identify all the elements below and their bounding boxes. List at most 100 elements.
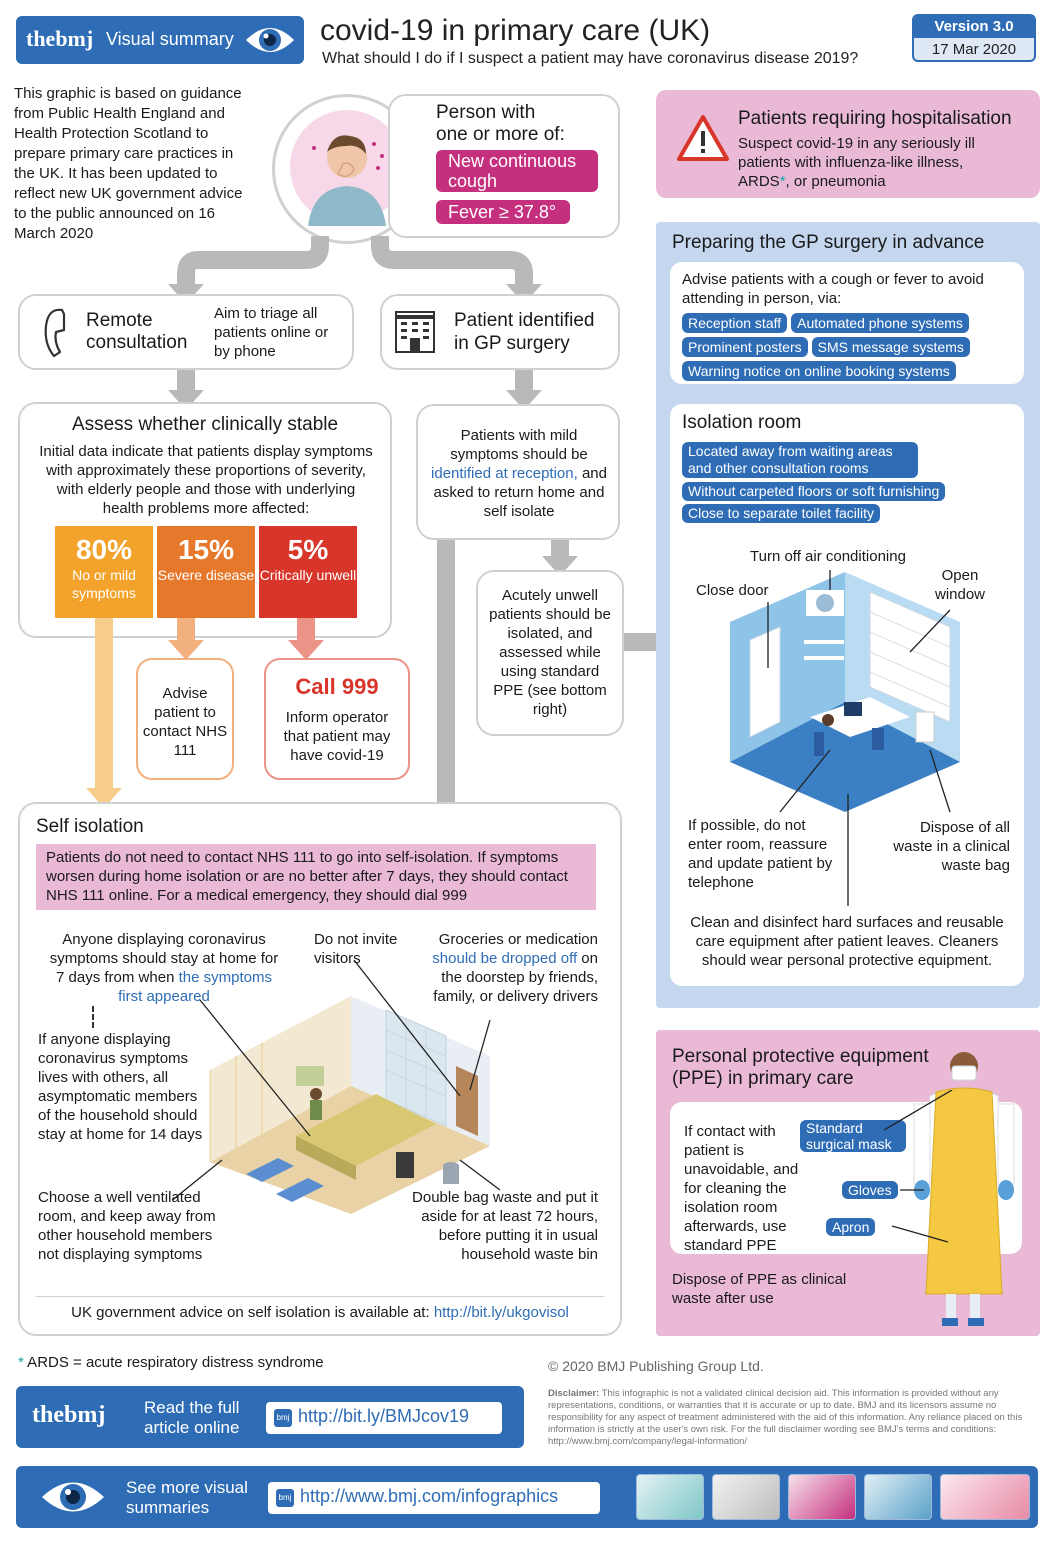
bmj-mini-icon-2: bmj — [276, 1489, 294, 1507]
isolation-room-illustration — [730, 572, 960, 812]
severity-critical-label: Critically unwell — [259, 567, 357, 583]
version-label: Version 3.0 — [914, 16, 1034, 38]
remote-note: Aim to triage all patients online or by … — [214, 305, 329, 360]
infographics-link[interactable]: http://www.bmj.com/infographics — [300, 1486, 559, 1506]
iso-tag-floors: Without carpeted floors or soft furnishi… — [682, 482, 946, 501]
tag-sms: SMS message systems — [811, 337, 970, 357]
dashed-connector — [92, 1006, 94, 1028]
version-box: Version 3.0 17 Mar 2020 — [912, 14, 1036, 62]
eye-icon — [246, 28, 294, 52]
label-door: Close door — [696, 582, 769, 599]
visitors-text: Do not invite visitors — [314, 931, 398, 967]
intro-text: This graphic is based on guidance from P… — [14, 85, 243, 242]
label-clean: Clean and disinfect hard surfaces and re… — [690, 914, 1004, 969]
hospitalisation-asterisk: * — [779, 173, 786, 190]
arrow-severe-to-111 — [177, 618, 195, 642]
hospitalisation-text: Suspect covid-19 in any seriously ill pa… — [738, 134, 988, 191]
groceries-text-1: Groceries or medication — [438, 931, 598, 948]
coughing-person-illustration — [290, 110, 404, 226]
thumbnail-5[interactable] — [940, 1474, 1030, 1520]
severity-mild-label: No or mild symptoms — [72, 567, 136, 601]
severity-critical-pct: 5% — [287, 534, 329, 565]
tag-automated-phone: Automated phone systems — [791, 313, 969, 333]
hospitalisation-text-1: Suspect covid-19 in any seriously ill pa… — [738, 135, 975, 190]
remote-title-1: Remote — [86, 310, 153, 331]
infographics-link-box[interactable] — [268, 1482, 600, 1514]
arrow-gp-to-isolation — [437, 540, 455, 810]
tag-reception-staff: Reception staff — [682, 313, 788, 333]
stay-home-text: Anyone displaying coronavirus symptoms s… — [46, 930, 282, 1006]
hospitalisation-text-2: , or pneumonia — [785, 173, 886, 190]
stay-home-text-highlight: the symptoms first appeared — [118, 969, 272, 1005]
label-window: Open window — [934, 567, 986, 603]
call999-text: Inform operator that patient may have co… — [283, 709, 391, 764]
disclaimer-text: This infographic is not a validated clin… — [548, 1388, 1023, 1447]
isolation-leader-lines — [767, 570, 951, 906]
ppe-leader-lines — [883, 1090, 953, 1243]
arrow-mild-to-acute — [551, 540, 569, 558]
severity-severe-pct: 15% — [177, 534, 235, 565]
preparing-title: Preparing the GP surgery in advance — [672, 232, 985, 253]
label-enter-room: If possible, do not enter room, reassure… — [688, 817, 833, 891]
advice-link[interactable]: http://bit.ly/ukgovisol — [433, 1304, 569, 1321]
severity-severe: 15% Severe disease — [157, 526, 255, 618]
thumbnail-4[interactable] — [864, 1474, 932, 1520]
brand-logo: thebmj — [26, 26, 94, 51]
severity-mild-pct: 80% — [75, 534, 133, 565]
iso-tag-located: Located away from waiting areas and othe… — [682, 442, 918, 478]
call999-title: Call 999 — [295, 674, 379, 699]
ppe-tag-gloves: Gloves — [842, 1181, 898, 1199]
double-bag-text: Double bag waste and put it aside for at… — [412, 1189, 598, 1263]
gp-title-1: Patient identified — [454, 310, 595, 331]
arrow-mild-to-isolation — [95, 618, 113, 790]
self-isolation-banner: Patients do not need to contact NHS 111 … — [36, 844, 596, 910]
hospitalisation-title: Patients requiring hospitalisation — [738, 108, 1012, 129]
isolation-room-title: Isolation room — [682, 412, 802, 433]
ventilated-room-text: Choose a well ventilated room, and keep … — [38, 1189, 216, 1263]
ppe-dispose-text: Dispose of PPE as clinical waste after u… — [672, 1271, 847, 1307]
gp-title-2: in GP surgery — [454, 333, 570, 354]
person-heading-2: one or more of: — [436, 124, 565, 145]
mild-gp-text-2: and asked to return home and self isolat… — [433, 465, 607, 520]
mild-gp-text-1: Patients with mild symptoms should be — [450, 427, 588, 463]
assess-text: Initial data indicate that patients disp… — [39, 443, 373, 517]
see-more-label: See more visual summaries — [126, 1478, 248, 1517]
disclaimer: Disclaimer: This infographic is not a va… — [548, 1388, 1032, 1448]
mild-gp-text: Patients with mild symptoms should be id… — [426, 426, 612, 521]
ards-asterisk: * — [18, 1354, 24, 1371]
thumbnail-3[interactable] — [788, 1474, 856, 1520]
tag-posters: Prominent posters — [682, 337, 808, 357]
acute-box — [476, 570, 624, 736]
self-isolation-advice: UK government advice on self isolation i… — [18, 1304, 622, 1321]
symptom-fever: Fever ≥ 37.8° — [436, 200, 570, 224]
read-full-label: Read the full article online — [144, 1398, 240, 1437]
gp-identified-box — [380, 294, 620, 370]
thumbnail-2[interactable] — [712, 1474, 780, 1520]
warning-icon — [677, 115, 729, 161]
building-icon — [395, 311, 435, 353]
article-link-box[interactable] — [266, 1402, 502, 1434]
acute-text: Acutely unwell patients should be isolat… — [489, 587, 611, 718]
label-dispose-waste: Dispose of all waste in a clinical waste… — [893, 819, 1010, 874]
groceries-text-highlight: should be dropped off — [432, 950, 578, 967]
disclaimer-label: Disclaimer: — [548, 1388, 600, 1399]
ppe-tag-mask: Standard surgical mask — [800, 1120, 906, 1152]
copyright: © 2020 BMJ Publishing Group Ltd. — [548, 1358, 764, 1374]
nhs111-text: Advise patient to contact NHS 111 — [142, 685, 228, 759]
mild-gp-box — [416, 404, 620, 540]
remote-consultation-box — [18, 294, 354, 370]
self-isolation-title: Self isolation — [36, 816, 144, 837]
phone-icon — [44, 308, 66, 358]
footer-brand-logo: thebmj — [32, 1402, 106, 1428]
footer-eye-icon — [42, 1482, 104, 1512]
label-aircon: Turn off air conditioning — [750, 548, 906, 565]
ppe-worker-illustration — [913, 1052, 1015, 1326]
ards-text: ARDS = acute respiratory distress syndro… — [23, 1354, 324, 1371]
article-link[interactable]: http://bit.ly/BMJcov19 — [298, 1406, 470, 1426]
household-text: If anyone displaying coronavirus symptom… — [38, 1031, 203, 1143]
remote-title-2: consultation — [86, 332, 188, 353]
arrow-head-severe — [168, 640, 204, 660]
thumbnail-1[interactable] — [636, 1474, 704, 1520]
ards-footnote: * ARDS = acute respiratory distress synd… — [18, 1354, 324, 1371]
